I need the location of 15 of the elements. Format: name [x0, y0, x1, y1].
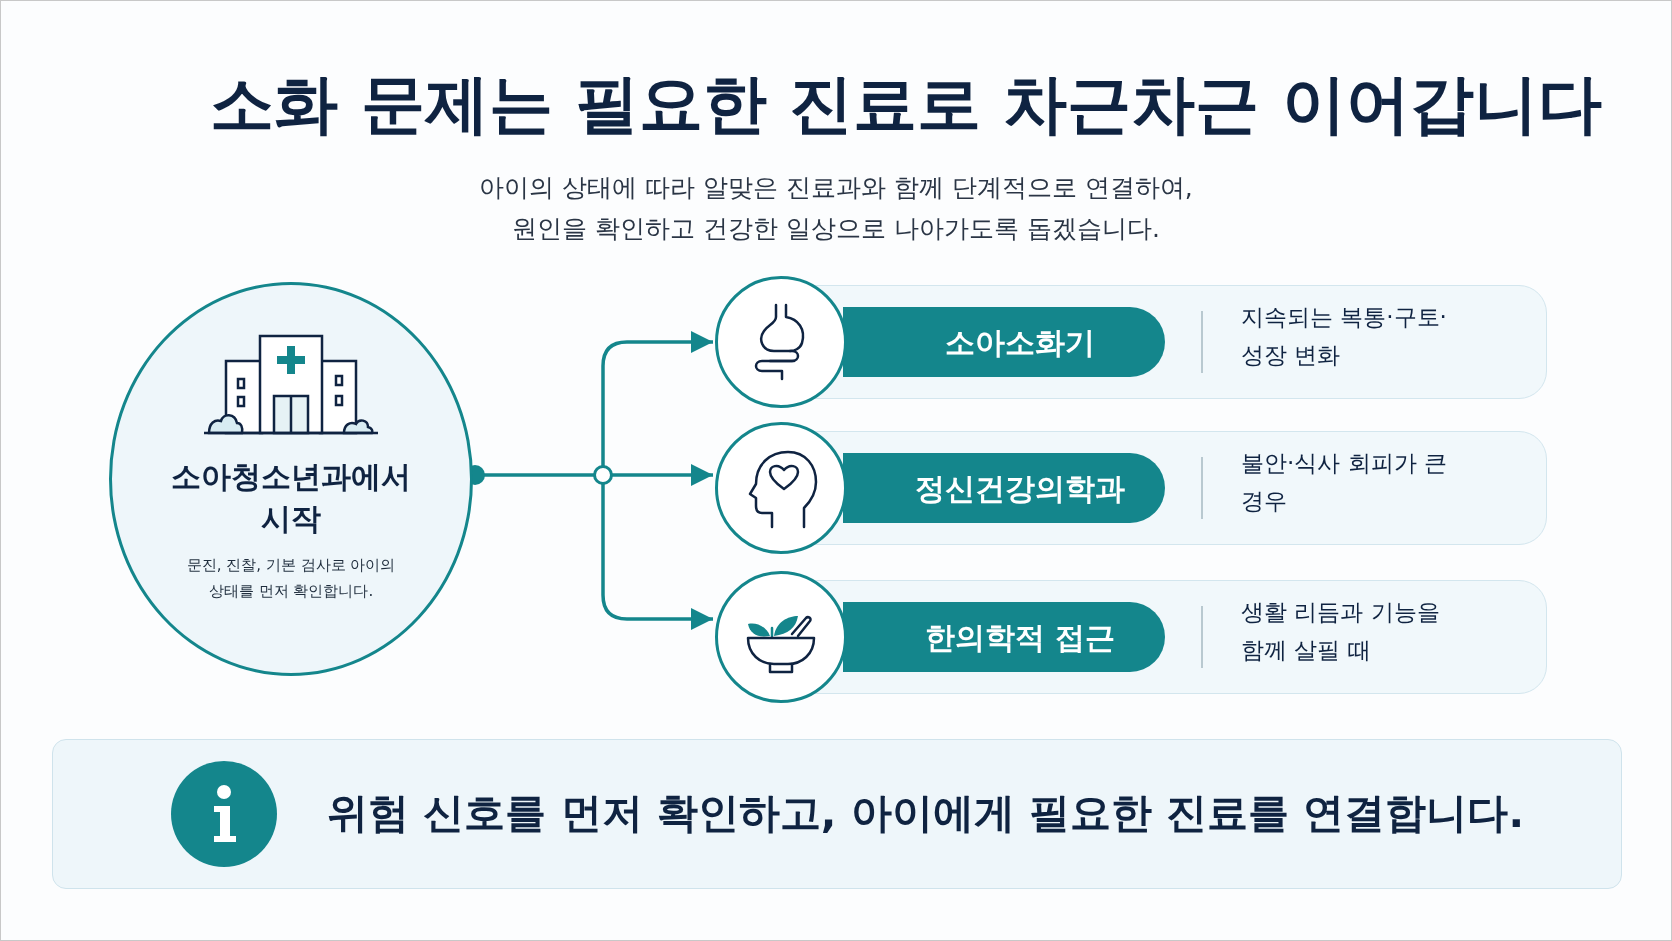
start-heading: 소아청소년과에서 시작 [170, 458, 412, 538]
department-description: 불안·식사 회피가 큰 경우 [1241, 449, 1448, 516]
banner-text: 위험 신호를 먼저 확인하고, 아이에게 필요한 진료를 연결합니다. [327, 788, 1525, 840]
info-banner [52, 739, 1622, 889]
subtitle: 아이의 상태에 따라 알맞은 진료과와 함께 단계적으로 연결하여, 원인을 확인하고 건강한 일상으로 나아가도록 돕겠습니다. [478, 172, 1194, 245]
department-pill: 소아소화기 [843, 307, 1165, 377]
department-pill: 정신건강의학과 [843, 453, 1165, 523]
department-pill: 한의학적 접근 [843, 602, 1165, 672]
department-description: 생활 리듬과 기능을 함께 살필 때 [1241, 598, 1441, 665]
connector-arrow [611, 464, 713, 486]
connector-arrow [601, 483, 713, 630]
department-description: 지속되는 복통·구토· 성장 변화 [1241, 303, 1448, 370]
title: 소화 문제는 필요한 진료로 차근차근 이어갑니다 [209, 66, 1603, 143]
start-description: 문진, 진찰, 기본 검사로 아이의 상태를 먼저 확인합니다. [185, 555, 397, 602]
connector-arrow [601, 331, 713, 467]
